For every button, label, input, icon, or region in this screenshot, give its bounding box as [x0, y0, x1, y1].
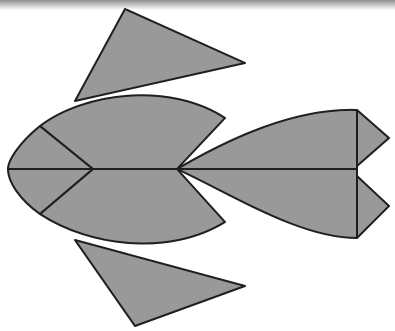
bottom-wing-triangle	[75, 240, 245, 326]
upper-tail-tip	[357, 110, 389, 166]
top-wing-triangle	[75, 9, 245, 101]
lower-tail-tip	[357, 176, 389, 238]
